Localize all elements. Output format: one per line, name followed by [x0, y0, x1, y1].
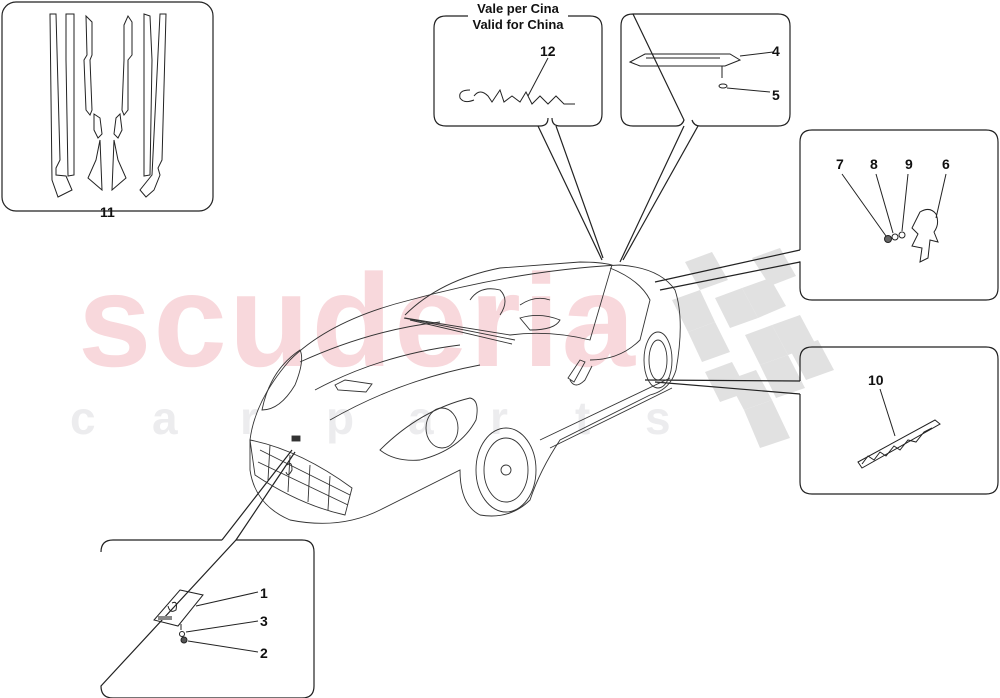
ferrari-california-car-drawing — [249, 261, 681, 524]
trim-strips-icon — [49, 13, 167, 198]
callout-box-11 — [1, 1, 214, 212]
part-label-6: 6 — [942, 156, 950, 172]
part-label-1: 1 — [260, 585, 268, 601]
callout-box-6-9 — [799, 129, 999, 301]
part-label-11: 11 — [100, 204, 115, 220]
pininfarina-badge-icon — [857, 388, 941, 469]
watermark-letter: p — [326, 392, 355, 444]
part-label-7: 7 — [836, 156, 844, 172]
part-label-5: 5 — [772, 87, 780, 103]
watermark-brand: scuderia — [78, 247, 637, 394]
part-label-10: 10 — [868, 372, 884, 388]
part-label-2: 2 — [260, 645, 268, 661]
part-label-4: 4 — [772, 43, 780, 59]
prancing-horse-icon — [841, 173, 947, 263]
callout-box-4-5 — [620, 13, 791, 127]
callout-box-1-3 — [100, 539, 315, 698]
china-title-line-2: Valid for China — [472, 17, 564, 32]
lettering-badge-icon — [628, 51, 774, 93]
front-shield-emblem-icon — [153, 589, 259, 653]
watermark-letter: c — [70, 392, 96, 444]
checkered-flag-icon — [672, 248, 834, 448]
watermark-letter: t — [575, 392, 591, 444]
watermark-letter: s — [645, 392, 671, 444]
part-label-12: 12 — [540, 43, 556, 59]
car-front-badge — [291, 435, 301, 442]
watermark-letter: r — [240, 392, 258, 444]
part-label-9: 9 — [905, 156, 913, 172]
watermark-letter: r — [490, 392, 508, 444]
china-title-line-1: Vale per Cina — [477, 1, 559, 16]
callout-box-12 — [433, 15, 603, 127]
california-badge-icon — [459, 57, 575, 105]
watermark-letter: a — [152, 392, 178, 444]
part-label-3: 3 — [260, 613, 268, 629]
part-label-8: 8 — [870, 156, 878, 172]
callout-box-10 — [799, 346, 999, 495]
